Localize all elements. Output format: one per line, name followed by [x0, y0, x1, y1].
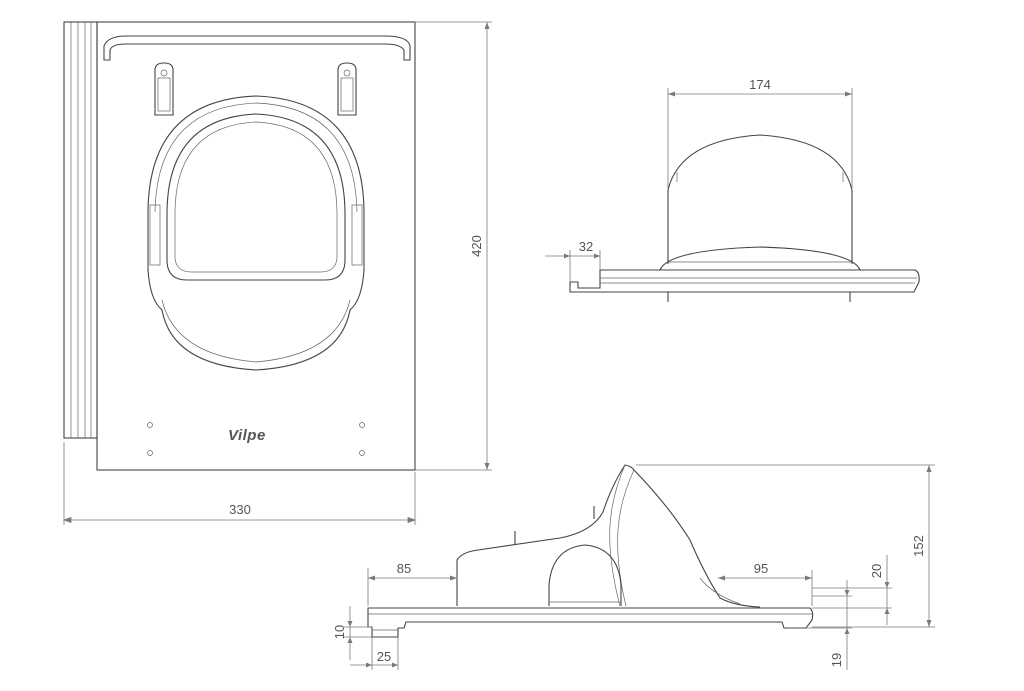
profile-base-plate [367, 607, 814, 638]
right-hook [337, 62, 357, 116]
dimension-20: 20 [812, 555, 892, 625]
side-dome [667, 134, 853, 264]
left-hook [154, 62, 174, 116]
screw-hole [147, 450, 153, 456]
dimension-label-95: 95 [754, 561, 768, 576]
dimension-label-32: 32 [579, 239, 593, 254]
front-plate [96, 21, 416, 471]
dimension-95: 95 [718, 561, 813, 606]
dimension-label-420: 420 [469, 235, 484, 257]
dimension-330: 330 [62, 442, 417, 525]
dimension-32: 32 [545, 239, 601, 282]
dimension-19: 19 [806, 580, 852, 670]
dimension-label-19: 19 [829, 653, 844, 667]
screw-hole [359, 422, 365, 428]
outlet-opening [166, 113, 346, 281]
side-base-plate [569, 269, 920, 293]
dimension-label-20: 20 [869, 564, 884, 578]
front-view: Vilpe 330 420 [62, 21, 492, 525]
dimension-420: 420 [415, 21, 492, 471]
side-flange [63, 21, 98, 439]
profile-arch [548, 544, 622, 606]
dimension-25: 25 [350, 637, 399, 670]
dimension-152: 152 [636, 464, 935, 628]
profile-body [456, 464, 761, 608]
dimension-174: 174 [667, 77, 853, 188]
side-view: 174 32 [545, 77, 920, 302]
screw-hole [359, 450, 365, 456]
dimension-label-330: 330 [229, 502, 251, 517]
top-rail [103, 35, 411, 61]
dimension-label-85: 85 [397, 561, 411, 576]
dimension-10: 10 [332, 606, 372, 660]
dimension-label-152: 152 [911, 535, 926, 557]
screw-hole [147, 422, 153, 428]
outlet-base-outline [147, 95, 365, 371]
profile-view: 85 95 152 20 [332, 464, 935, 670]
dimension-label-10: 10 [332, 625, 347, 639]
dimension-label-174: 174 [749, 77, 771, 92]
dimension-85: 85 [367, 561, 457, 606]
brand-logo: Vilpe [228, 427, 266, 444]
dimension-label-25: 25 [377, 649, 391, 664]
